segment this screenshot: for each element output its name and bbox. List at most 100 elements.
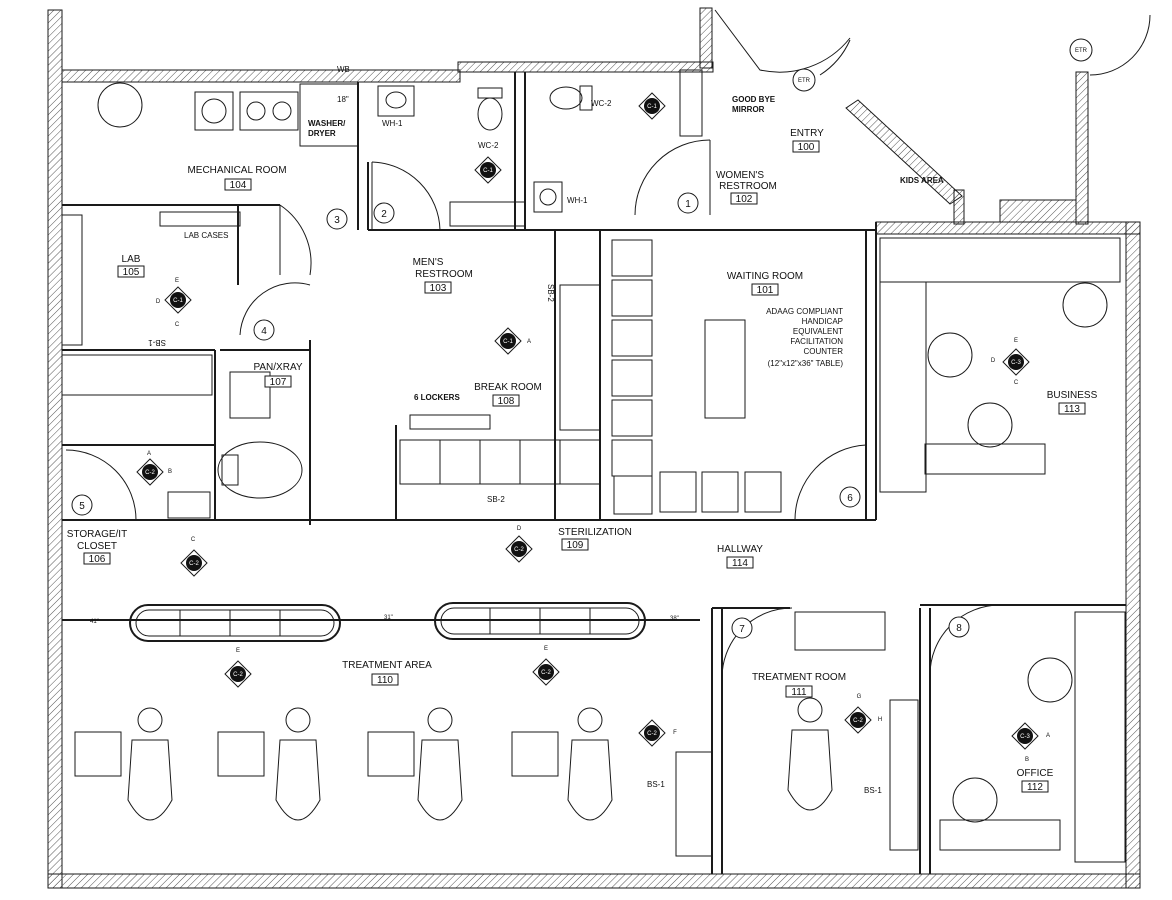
door-marker-2: 2 (373, 202, 395, 224)
ceiling-tag-dot (644, 725, 660, 741)
door-marker-1: 1 (677, 192, 699, 214)
ceiling-tag-code: C-3 (1020, 734, 1030, 740)
room-name-mens-2: RESTROOM (415, 269, 473, 280)
svg-text:E: E (544, 646, 548, 652)
ceiling-tag-code: C-2 (647, 731, 657, 737)
label-dim18: 18" (337, 95, 349, 104)
ceiling-tag: C-3 (1002, 348, 1030, 376)
label-dryer: DRYER (308, 129, 336, 138)
ceiling-tag-dot (186, 555, 202, 571)
ceiling-tag-dot (644, 98, 660, 114)
label-wh1a: WH-1 (382, 119, 403, 128)
door-marker-5: 5 (71, 494, 93, 516)
ceiling-tag-code: C-2 (853, 718, 863, 724)
svg-text:7: 7 (739, 624, 745, 635)
svg-text:D: D (156, 299, 161, 305)
svg-text:C: C (175, 322, 180, 328)
ceiling-tag-code: C-1 (647, 104, 657, 110)
ceiling-tag-dot (511, 541, 527, 557)
room-number-lab: 105 (123, 267, 140, 278)
label-dim31: 31" (384, 615, 393, 621)
label-sb2a: SB-2 (546, 284, 555, 302)
label-wc2a: WC-2 (478, 141, 499, 150)
door-marker-6: 6 (839, 486, 861, 508)
door-marker-4: 4 (253, 319, 275, 341)
interior-walls (62, 72, 1126, 874)
ceiling-tag: C-2 (532, 658, 560, 686)
ceiling-tag: C-2 (505, 535, 533, 563)
room-name-steril: STERILIZATION (558, 527, 632, 538)
label-wc2b: WC-2 (591, 99, 612, 108)
svg-text:G: G (857, 694, 862, 700)
svg-text:D: D (991, 358, 996, 364)
label-dim41: 41" (90, 619, 99, 625)
svg-text:E: E (175, 278, 179, 284)
ceiling-tag-code: C-2 (189, 561, 199, 567)
room-number-waiting: 101 (757, 285, 774, 296)
ceiling-tag-dot (538, 664, 554, 680)
ceiling-tag-dot (142, 464, 158, 480)
room-name-storage-2: CLOSET (77, 541, 117, 552)
ceiling-tag-dot (1017, 728, 1033, 744)
room-name-pan: PAN/XRAY (253, 362, 302, 373)
svg-text:A: A (147, 451, 151, 457)
annotation-labels: WB 18" WASHER/ DRYER WH-1 WC-2 WC-2 WH-1… (90, 38, 1093, 795)
exterior-walls (47, 7, 1141, 889)
label-goodbye1: GOOD BYE (732, 95, 776, 104)
door-marker-8: 8 (948, 616, 970, 638)
ceiling-tag: C-2 (224, 660, 252, 688)
label-goodbye2: MIRROR (732, 105, 765, 114)
label-labcases: LAB CASES (184, 231, 228, 240)
svg-text:B: B (168, 469, 172, 475)
ceiling-tag: C-1 (474, 156, 502, 184)
svg-text:6: 6 (847, 493, 853, 504)
svg-text:E: E (1014, 338, 1018, 344)
door-marker-3: 3 (326, 208, 348, 230)
ceiling-tag: C-2 (844, 706, 872, 734)
room-number-treatment: 110 (377, 675, 393, 686)
room-name-waiting: WAITING ROOM (727, 271, 803, 282)
label-etr1: ETR (798, 78, 811, 84)
svg-text:2: 2 (381, 209, 387, 220)
svg-text:C: C (191, 537, 196, 543)
label-washer: WASHER/ (308, 119, 346, 128)
svg-text:3: 3 (334, 215, 340, 226)
label-wh1b: WH-1 (567, 196, 588, 205)
svg-text:D: D (517, 526, 522, 532)
label-ada4: FACILITATION (790, 337, 843, 346)
treatment-islands (129, 602, 646, 642)
room-number-hallway: 114 (732, 558, 748, 569)
svg-text:8: 8 (956, 623, 962, 634)
room-number-office: 112 (1027, 782, 1043, 793)
ceiling-tag: C-2 (180, 549, 208, 577)
room-number-pan: 107 (270, 377, 287, 388)
ceiling-tag-code: C-3 (1011, 360, 1021, 366)
label-kids: KIDS AREA (900, 176, 944, 185)
room-name-treatment: TREATMENT AREA (342, 660, 432, 671)
dental-chairs (74, 697, 833, 821)
svg-text:4: 4 (261, 326, 267, 337)
room-labels: MECHANICAL ROOM 104 LAB 105 MEN'S RESTRO… (67, 128, 1098, 793)
room-name-office: OFFICE (1017, 768, 1054, 779)
ceiling-tag: C-1 (638, 92, 666, 120)
room-number-mens: 103 (430, 283, 447, 294)
room-name-entry: ENTRY (790, 128, 824, 139)
room-number-steril: 109 (567, 540, 584, 551)
label-ada5: COUNTER (803, 347, 843, 356)
svg-text:F: F (673, 730, 677, 736)
svg-text:E: E (236, 648, 240, 654)
label-ada6: (12"x12"x36" TABLE) (768, 359, 844, 368)
label-wb: WB (337, 65, 350, 74)
ceiling-tag-code: C-1 (173, 298, 183, 304)
label-ada3: EQUIVALENT (793, 327, 843, 336)
room-name-mech: MECHANICAL ROOM (187, 165, 286, 176)
tag-letters: E D C A A B C D E E F G H E D C A B (147, 278, 1050, 763)
ceiling-tag-dot (850, 712, 866, 728)
label-dim38: 38" (670, 616, 679, 622)
room-number-troom: 111 (791, 687, 807, 698)
room-number-entry: 100 (798, 142, 815, 153)
svg-text:C: C (1014, 380, 1019, 386)
room-name-business: BUSINESS (1047, 390, 1098, 401)
ceiling-tag: C-1 (164, 286, 192, 314)
